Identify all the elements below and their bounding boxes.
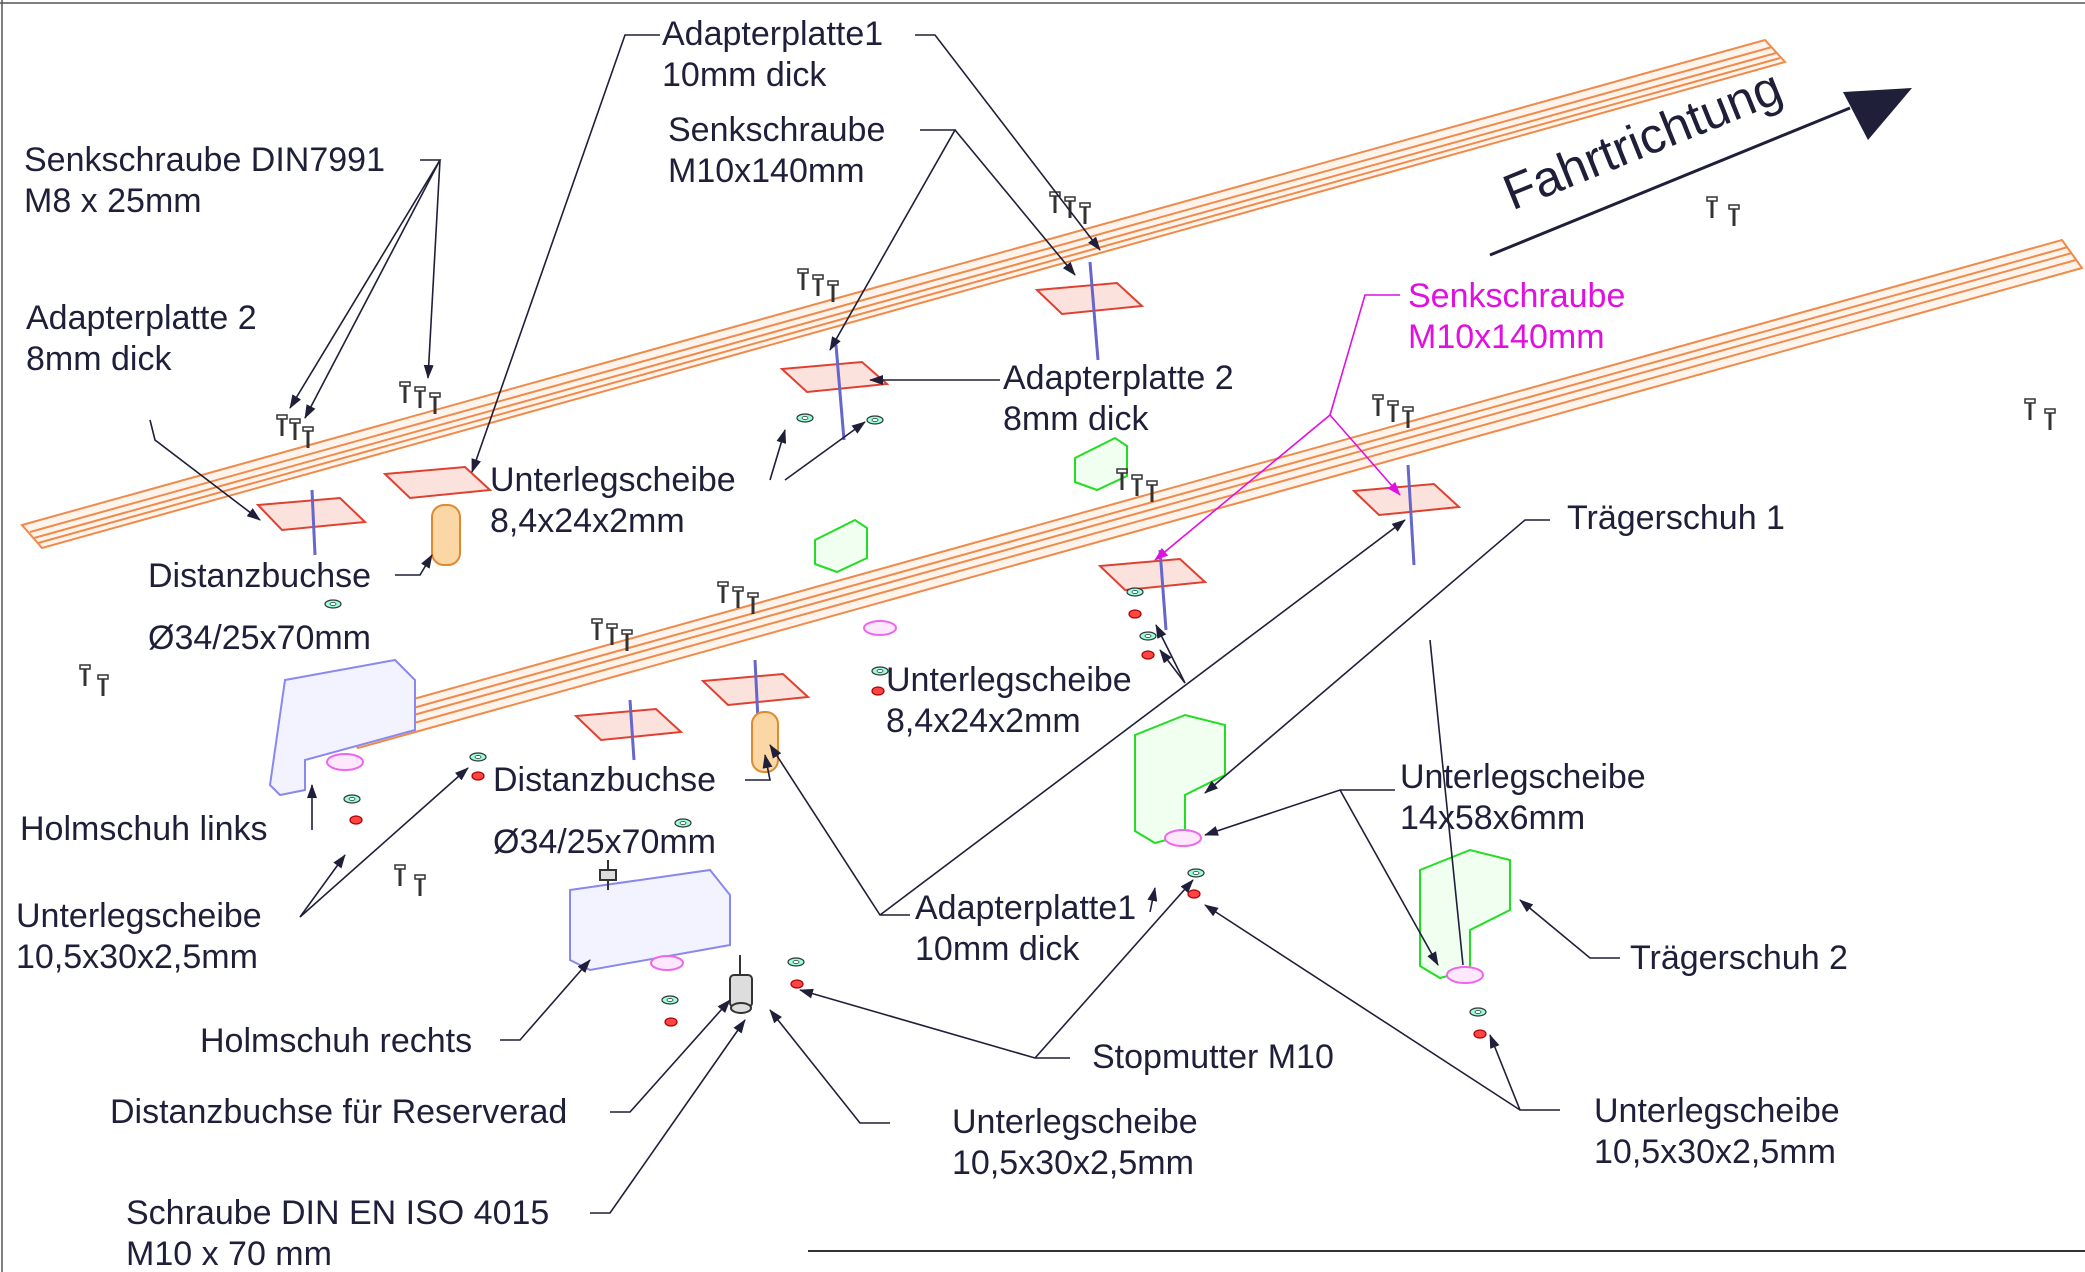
title-block-edge <box>808 1250 2085 1272</box>
highlight-leaders <box>1154 294 1401 561</box>
leader-lines <box>149 34 1620 1214</box>
callout-traegerschuh2: Trägerschuh 2 <box>1630 939 1848 977</box>
callout-distanzbuchse-left: Distanzbuchse <box>148 557 372 595</box>
callout-distanzbuchse-left-dim: Ø34/25x70mm <box>148 619 371 657</box>
callout-holmschuh-links: Holmschuh links <box>20 810 268 848</box>
large-washers <box>326 620 1484 984</box>
callout-traegerschuh1: Trägerschuh 1 <box>1567 499 1785 537</box>
long-bolts <box>310 261 1416 761</box>
callout-stopmutter: Stopmutter M10 <box>1092 1038 1334 1076</box>
callout-holmschuh-rechts: Holmschuh rechts <box>200 1022 473 1060</box>
rail-upper <box>20 38 1787 550</box>
carrier-shoes <box>814 436 1511 980</box>
callout-distanzbuchse-mid-dim: Ø34/25x70mm <box>493 823 716 861</box>
callout-distanzbuchse-reserverad: Distanzbuchse für Reserverad <box>110 1093 568 1131</box>
reserve-wheel-bushing <box>599 860 753 1014</box>
spar-shoes <box>268 658 731 972</box>
callout-distanzbuchse-mid: Distanzbuchse <box>493 761 717 799</box>
direction-arrow <box>1489 88 1912 257</box>
